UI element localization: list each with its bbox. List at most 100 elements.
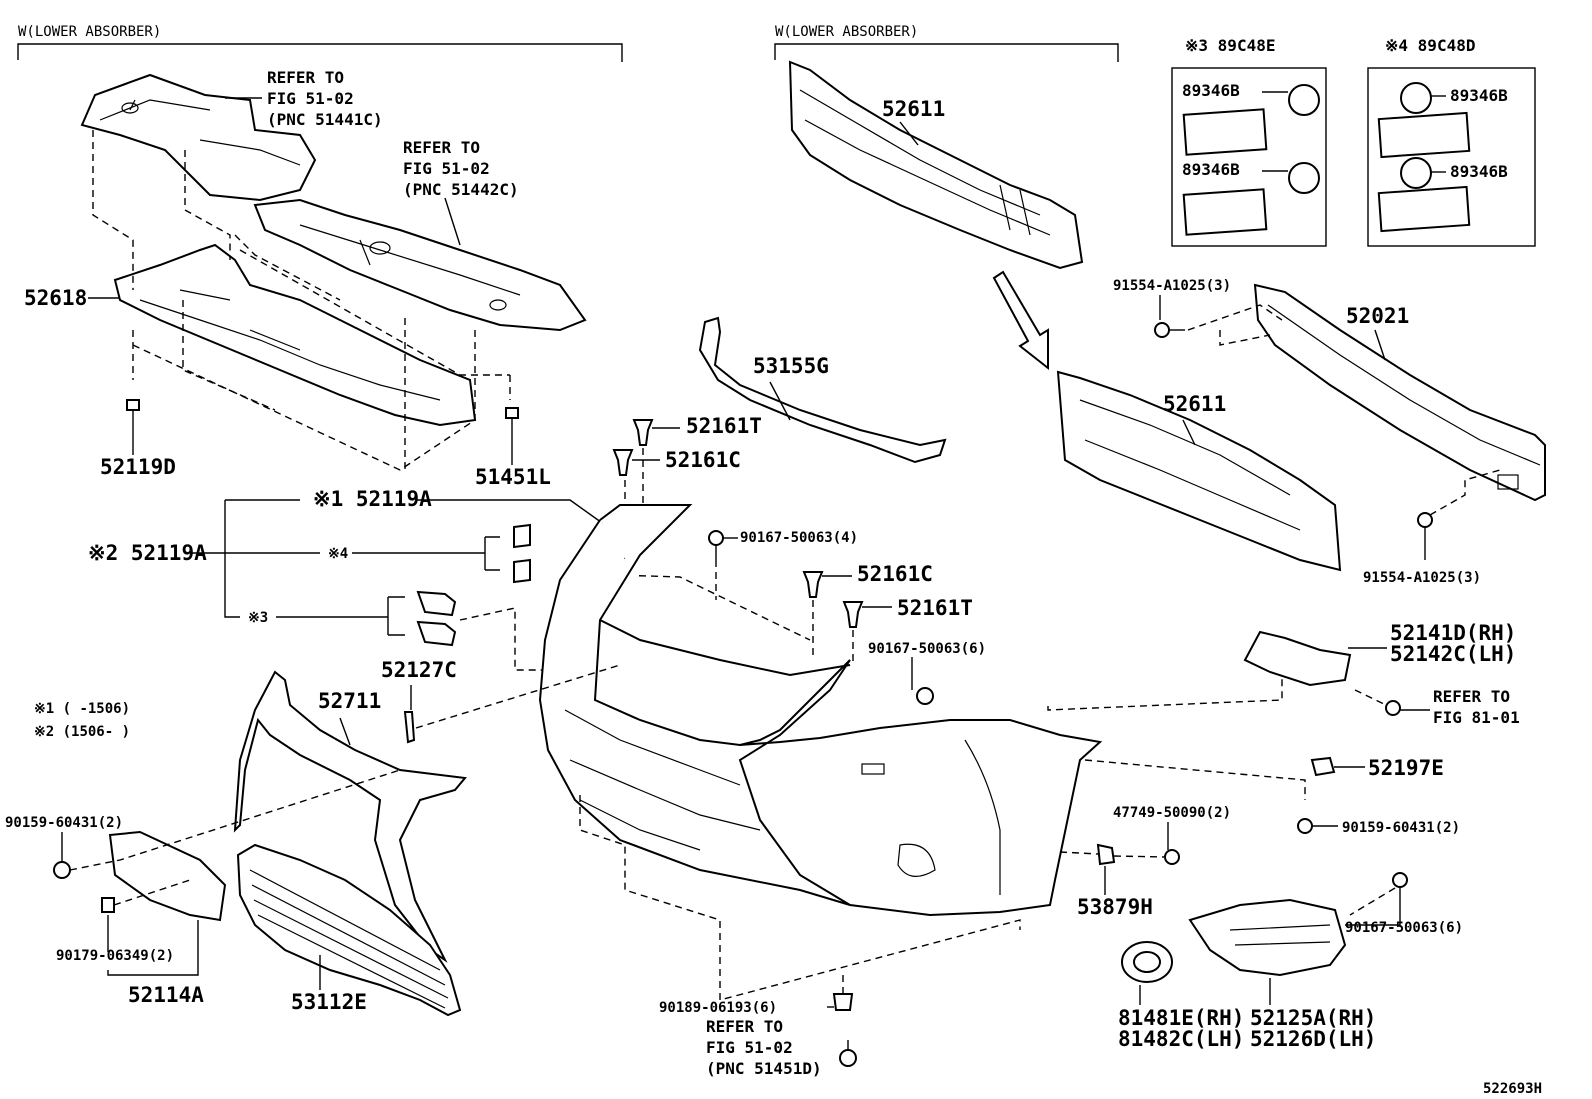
clip-icon: [1288, 84, 1320, 116]
refer-1-line-2: FIG 51-02: [267, 89, 354, 108]
bracket-right: [774, 43, 1119, 62]
part-52161T-lower: 52161T: [897, 596, 973, 620]
arrow-icon: [992, 270, 1049, 371]
part-52127C: 52127C: [381, 658, 457, 682]
bolt-icon: [839, 1040, 857, 1067]
part-52125A: 52125A(RH): [1250, 1006, 1376, 1030]
tape-pad-icon: [1377, 185, 1471, 233]
note-2: ※2 (1506- ): [34, 724, 130, 740]
refer-1-line-3: (PNC 51441C): [267, 110, 383, 129]
lower-undercover-52618: [113, 243, 477, 427]
kit-box-4: ※4 89C48D 89346B 89346B: [1367, 36, 1536, 247]
guide-line: [1349, 887, 1396, 916]
part-52711: 52711: [318, 689, 381, 713]
part-81481E: 81481E(RH): [1118, 1006, 1244, 1030]
kit-4-item-a: 89346B: [1450, 86, 1508, 105]
absorber-52611-upper: [788, 60, 1084, 270]
part-90189: 90189-06193(6): [659, 1000, 777, 1016]
header-lower-absorber-left: W(LOWER ABSORBER): [18, 24, 161, 40]
tape-pad-icon: [1182, 188, 1268, 236]
guide-line: [1084, 759, 1306, 800]
clip-icon: [403, 711, 416, 744]
front-bumper-cover: [538, 504, 1103, 917]
retainer-53155G: [698, 316, 947, 464]
guide-line: [234, 234, 341, 301]
bolt-icon: [505, 407, 519, 440]
part-90179: 90179-06349(2): [56, 948, 174, 964]
part-52197E: 52197E: [1368, 756, 1444, 780]
tape-pad-icon: [1182, 108, 1268, 156]
clip-icon: [1310, 756, 1336, 777]
bolt-icon: [53, 861, 71, 879]
clip-icon: [1400, 157, 1432, 189]
clip-icon: [842, 601, 864, 628]
part-52119A-note2: ※2 52119A: [88, 541, 207, 565]
part-53879H: 53879H: [1077, 895, 1153, 919]
kit-3-title: ※3 89C48E: [1185, 36, 1275, 55]
leader-line: [769, 381, 791, 421]
kit-4-item-b: 89346B: [1450, 162, 1508, 181]
guide-line: [113, 879, 191, 906]
clip-icon: [1096, 843, 1116, 866]
mark-4: ※4: [328, 546, 348, 562]
bracket: [107, 920, 199, 976]
guide-line: [579, 795, 1021, 1001]
bolt-icon: [916, 687, 934, 705]
fog-lamp-cover-52125A: [1188, 898, 1347, 977]
mark-3: ※3: [248, 610, 268, 626]
guide-line: [459, 607, 565, 671]
part-52161T-upper: 52161T: [686, 414, 762, 438]
guide-line: [1354, 689, 1387, 706]
refer-4-line-3: (PNC 51451D): [706, 1059, 822, 1078]
part-90167-a: 90167-50063(4): [740, 530, 858, 546]
clip-icon: [802, 571, 824, 598]
clip-icon: [1400, 82, 1432, 114]
refer-2-line-2: FIG 51-02: [403, 159, 490, 178]
part-52142C: 52142C(LH): [1390, 642, 1516, 666]
guide-line: [1219, 330, 1271, 346]
part-52611-lower: 52611: [1163, 392, 1226, 416]
bracket-icon: [416, 590, 457, 647]
part-90159-left: 90159-60431(2): [5, 815, 123, 831]
clip-icon: [632, 419, 654, 446]
part-52611-upper: 52611: [882, 97, 945, 121]
part-53112E: 53112E: [291, 990, 367, 1014]
fog-lamp-bezel-81481E: [1121, 941, 1173, 983]
guide-line: [69, 769, 401, 871]
refer-4-line-2: FIG 51-02: [706, 1038, 793, 1057]
part-90167-b: 90167-50063(6): [868, 641, 986, 657]
bolt-icon: [1392, 872, 1408, 888]
bolt-icon: [708, 530, 724, 560]
bolt-icon: [1297, 818, 1313, 834]
guide-line: [1429, 469, 1501, 516]
kit-box-3: ※3 89C48E 89346B 89346B: [1171, 36, 1327, 247]
leader-line: [224, 500, 240, 618]
refer-1-line-1: REFER TO: [267, 68, 344, 87]
bumper-bracket-52141D: [1243, 630, 1352, 687]
leader-line: [339, 717, 351, 746]
guide-line: [239, 249, 510, 376]
guide-line: [1047, 655, 1283, 711]
leader-line: [1182, 419, 1196, 446]
bolt-icon: [1154, 322, 1185, 338]
guide-line: [1059, 851, 1165, 858]
leader-line: [225, 499, 606, 526]
bolt-icon: [1417, 512, 1433, 560]
clip-icon: [1288, 162, 1320, 194]
bracket: [387, 596, 405, 636]
guide-line: [92, 130, 134, 290]
leader-line: [899, 121, 919, 146]
tape-pad-icon: [1377, 111, 1471, 159]
refer-4-line-1: REFER TO: [706, 1017, 783, 1036]
absorber-52611-lower: [1056, 370, 1342, 572]
part-51451L: 51451L: [475, 465, 551, 489]
bracket-52114A: [108, 830, 227, 922]
refer-3-line-1: REFER TO: [1433, 687, 1510, 706]
part-52119A-note1: ※1 52119A: [313, 487, 432, 511]
part-81482C: 81482C(LH): [1118, 1027, 1244, 1051]
guide-line: [614, 574, 811, 641]
clip-icon: [612, 449, 634, 476]
part-52161C-upper: 52161C: [665, 448, 741, 472]
engine-undercover-front: [80, 73, 317, 202]
